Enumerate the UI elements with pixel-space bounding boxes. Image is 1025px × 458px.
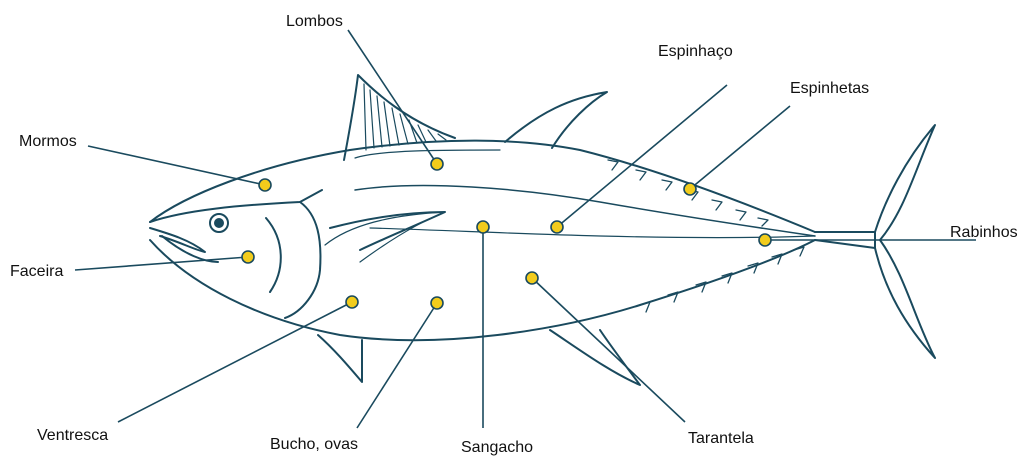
label-bucho-ovas: Bucho, ovas bbox=[270, 436, 358, 453]
leader-mormos bbox=[88, 146, 265, 185]
label-ventresca: Ventresca bbox=[37, 427, 108, 444]
first-dorsal-fin bbox=[344, 75, 455, 160]
marker-faceira bbox=[242, 251, 254, 263]
marker-bucho-ovas bbox=[431, 297, 443, 309]
lateral-line bbox=[355, 186, 815, 236]
marker-espinhetas bbox=[684, 183, 696, 195]
leader-ventresca bbox=[118, 302, 352, 422]
leader-espinhetas bbox=[690, 106, 790, 189]
marker-espinhaco bbox=[551, 221, 563, 233]
label-tarantela: Tarantela bbox=[688, 430, 754, 447]
second-dorsal-fin bbox=[505, 92, 607, 148]
marker-mormos bbox=[259, 179, 271, 191]
inner-line-lower bbox=[370, 228, 815, 238]
marker-ventresca bbox=[346, 296, 358, 308]
leader-tarantela bbox=[532, 278, 685, 422]
inner-line-upper bbox=[355, 150, 500, 158]
label-mormos: Mormos bbox=[19, 133, 77, 150]
caudal-fin bbox=[875, 125, 935, 358]
marker-lombos bbox=[431, 158, 443, 170]
marker-sangacho bbox=[477, 221, 489, 233]
label-espinhetas: Espinhetas bbox=[790, 80, 869, 97]
label-lombos: Lombos bbox=[286, 13, 343, 30]
preopercle bbox=[266, 218, 281, 292]
pelvic-fin bbox=[318, 335, 362, 382]
marker-rabinhos bbox=[759, 234, 771, 246]
body-outline-top bbox=[150, 141, 815, 232]
label-sangacho: Sangacho bbox=[461, 439, 533, 456]
eye-pupil bbox=[215, 219, 223, 227]
leader-bucho-ovas bbox=[357, 303, 437, 428]
tuna-illustration bbox=[150, 75, 935, 385]
leader-faceira bbox=[75, 257, 248, 270]
marker-tarantela bbox=[526, 272, 538, 284]
label-rabinhos: Rabinhos bbox=[950, 224, 1018, 241]
leader-espinhaco bbox=[557, 85, 727, 227]
gill-cover bbox=[285, 202, 320, 318]
label-espinhaco: Espinhaço bbox=[658, 43, 733, 60]
cut-labels: Lombos Espinhaço Espinhetas Mormos Rabin… bbox=[10, 13, 1018, 456]
label-faceira: Faceira bbox=[10, 263, 63, 280]
